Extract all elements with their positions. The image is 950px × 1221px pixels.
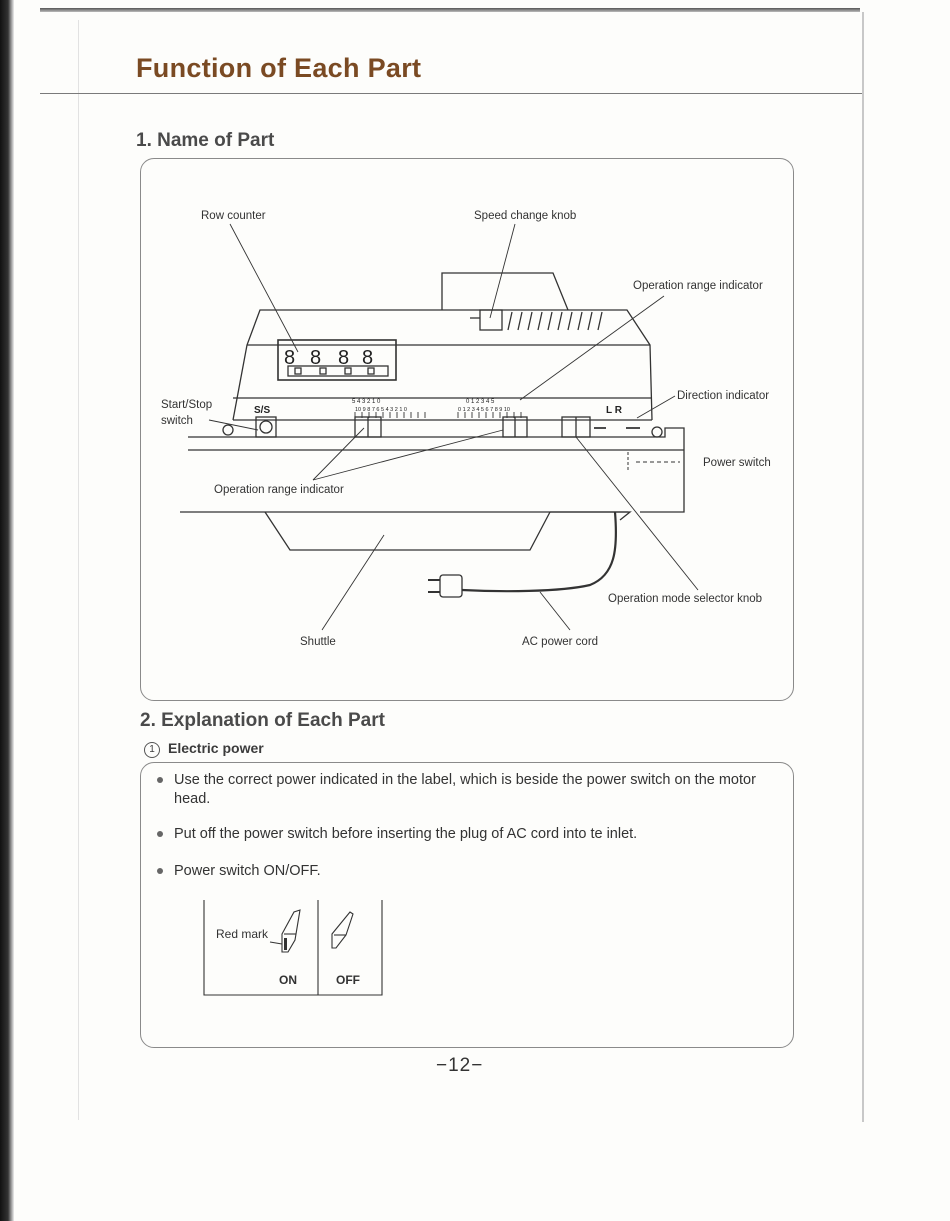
page-title: Function of Each Part (136, 53, 422, 83)
speed-change-knob-shape (479, 309, 503, 331)
book-spine-shadow (0, 0, 14, 1221)
title-rule (40, 93, 862, 94)
subheading-text: Electric power (168, 740, 264, 756)
subheading-electric-power: 1 Electric power (144, 740, 264, 758)
switch-red-mark-label: Red mark (216, 927, 269, 941)
bullet-item-1: Use the correct power indicated in the l… (157, 771, 757, 809)
section-heading-explanation: 2. Explanation of Each Part (140, 710, 385, 731)
bullet-item-3: Power switch ON/OFF. (157, 862, 757, 881)
scale-left-top: 5 4 3 2 1 0 (352, 399, 381, 405)
label-start-stop-switch-line2: switch (161, 415, 193, 427)
switch-off-shape (331, 911, 354, 949)
ac-plug (439, 574, 463, 598)
switch-on-shape (281, 909, 301, 953)
page-right-edge (862, 12, 864, 1122)
row-counter-window (277, 339, 397, 381)
page-number: −12− (436, 1055, 484, 1076)
label-row-counter: Row counter (201, 210, 266, 222)
label-operation-range-indicator-top: Operation range indicator (633, 280, 763, 292)
counter-digit-2: 8 (310, 347, 321, 369)
electric-power-panel (140, 762, 794, 1048)
bullet-text-2: Put off the power switch before insertin… (174, 826, 638, 842)
label-start-stop-switch-line1: Start/Stop (161, 399, 212, 411)
page-top-edge (40, 8, 860, 12)
label-ac-power-cord: AC power cord (522, 636, 598, 648)
subheading-number: 1 (144, 742, 160, 758)
switch-on-label: ON (279, 973, 297, 987)
bullet-item-2: Put off the power switch before insertin… (157, 825, 757, 844)
label-operation-range-indicator-bottom: Operation range indicator (214, 484, 344, 496)
counter-digit-4: 8 (362, 347, 373, 369)
label-operation-mode-selector-knob: Operation mode selector knob (608, 593, 762, 605)
scale-right-bottom: 0 1 2 3 4 5 6 7 8 9 10 (458, 407, 510, 413)
counter-digit-3: 8 (338, 347, 349, 369)
scale-right-top: 0 1 2 3 4 5 (466, 399, 495, 405)
bullet-text-1: Use the correct power indicated in the l… (174, 772, 756, 807)
section-heading-name-of-part: 1. Name of Part (136, 130, 275, 151)
machine-rail (188, 427, 685, 513)
machine-top-cover (232, 309, 653, 421)
bullet-dot (157, 831, 163, 837)
label-shuttle: Shuttle (300, 636, 336, 648)
switch-off-label: OFF (336, 973, 360, 987)
name-of-part-panel (140, 158, 794, 701)
bullet-dot (157, 777, 163, 783)
right-scale-ticks (457, 412, 522, 418)
bullet-dot (157, 868, 163, 874)
left-scale-ticks (354, 412, 426, 418)
speed-knob-housing (441, 272, 569, 311)
lr-marking: L R (606, 405, 623, 416)
page-left-rule (78, 20, 79, 1120)
ac-power-cord (461, 511, 618, 593)
vent-slots (507, 311, 603, 331)
label-power-switch: Power switch (703, 457, 771, 469)
ss-marking: S/S (254, 405, 270, 416)
scale-left-bottom: 10 9 8 7 6 5 4 3 2 1 0 (355, 407, 407, 413)
label-direction-indicator: Direction indicator (677, 390, 769, 402)
power-switch-figure (203, 900, 383, 996)
shuttle-shape (264, 511, 551, 551)
bullet-text-3: Power switch ON/OFF. (174, 863, 321, 879)
red-mark-shape (284, 938, 287, 950)
label-speed-change-knob: Speed change knob (474, 210, 576, 222)
counter-digit-1: 8 (284, 347, 295, 369)
